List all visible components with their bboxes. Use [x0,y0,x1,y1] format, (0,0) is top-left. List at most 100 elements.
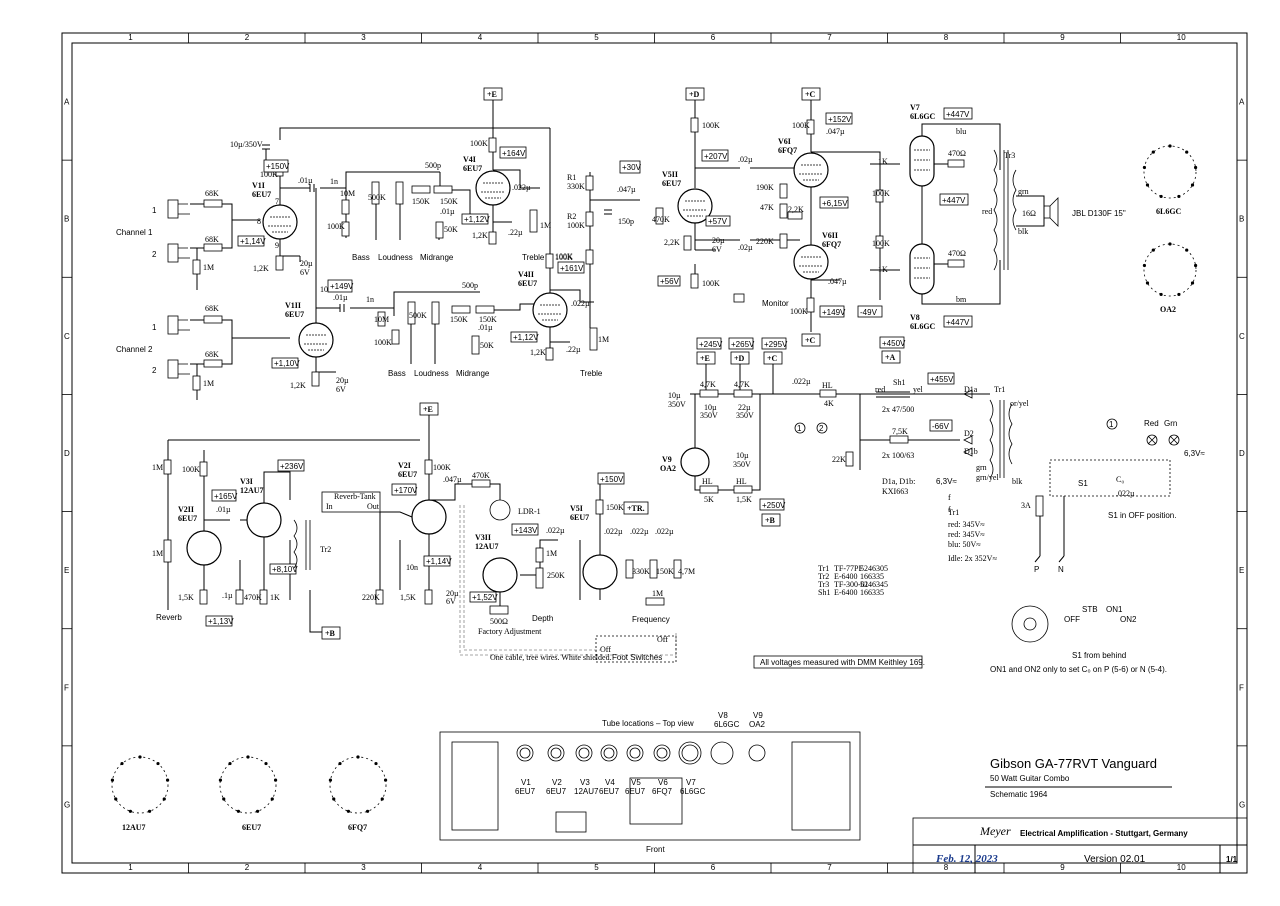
treble-pot-1[interactable] [529,209,538,233]
factory-adjust-pot[interactable] [489,605,509,615]
svg-text:7,5K: 7,5K [892,427,908,436]
voltage-v245: +245V [699,340,723,349]
svg-text:2: 2 [152,250,157,259]
input-jack-2[interactable]: 2 [152,243,190,263]
svg-text:190K: 190K [756,183,774,192]
tube-v5-i [582,554,618,590]
voltage-v810: +8,10V [272,565,298,574]
voltage-v152b: +1,52V [472,593,498,602]
tr1-voltage: Idle: 2x 352V≈ [948,554,997,563]
input-jack-4[interactable]: 2 [152,359,190,379]
grid-col-bottom-5: 5 [594,863,599,872]
svg-text:100K: 100K [374,338,392,347]
pinout-pin [1177,194,1181,199]
pinout-pin [356,755,360,759]
frequency-pot[interactable] [645,597,665,606]
tube-loc-type: 6EU7 [515,787,536,796]
monitor-jack[interactable] [733,293,745,303]
reverb-pot[interactable] [163,539,172,563]
plug-p: P [1034,565,1039,574]
grid-col-bottom-1: 1 [128,863,133,872]
voltage-v113: +1,13V [208,617,234,626]
input-jack-3[interactable]: 1 [152,315,190,335]
s1-note: ON1 and ON2 only to set C₀ on P (5-6) or… [990,665,1167,674]
tank-in-label: In [326,502,333,511]
grid-row-right-E: E [1239,566,1244,575]
svg-text:100K: 100K [433,463,451,472]
voltage-v114b: +1,14V [426,557,452,566]
schematic-date: Schematic 1964 [990,790,1048,799]
s1-switch[interactable] [1049,459,1171,497]
depth-pot[interactable] [535,567,544,589]
bass-label-2: Bass [388,369,406,378]
svg-text:2,2K: 2,2K [664,238,680,247]
svg-text:100K: 100K [260,170,278,179]
reverb-tank [321,491,381,513]
tube-v2-ii [186,530,222,566]
node-e3: +E [423,405,433,414]
input-jack-1[interactable]: 1 [152,199,190,219]
svg-text:47K: 47K [760,203,774,212]
svg-text:6V: 6V [446,597,456,606]
tube-loc-name: V7 [686,778,696,787]
node-e2: +E [700,354,710,363]
loudness-pot-2[interactable] [431,301,440,325]
tr2-label: Tr2 [320,545,331,554]
svg-text:470K: 470K [652,215,670,224]
node-c3: +C [767,354,778,363]
loudness-label-1: Loudness [378,253,413,262]
s1-rear-view [1011,605,1049,643]
svg-text:.022µ: .022µ [792,377,811,386]
svg-text:150K: 150K [479,315,497,324]
tube-v4-ii-name: V4II [518,270,534,279]
svg-text:350V: 350V [733,460,751,469]
tube-v1-i-type: 6EU7 [252,190,271,199]
green-lamp-label: Grn [1164,419,1177,428]
voltage-v143: +143V [514,526,538,535]
front-label: Front [646,845,665,854]
svg-text:R2: R2 [567,212,576,221]
svg-text:1n: 1n [330,177,338,186]
pinout-pin [1159,194,1163,199]
svg-text:470K: 470K [472,471,490,480]
grid-col-3: 3 [361,33,366,42]
cap-100-63-label: 2x 100/63 [882,451,914,460]
midrange-pot-2[interactable] [471,335,480,355]
treble-pot-2[interactable] [589,327,598,351]
pinout-label: 12AU7 [122,823,146,832]
svg-text:6V: 6V [336,385,346,394]
node-b1: +B [765,516,776,525]
grid-row-right-A: A [1239,98,1245,107]
node-tr: +TR. [627,504,645,513]
loudness-pot-1[interactable] [395,181,404,205]
tube-v3-ii [482,557,518,593]
svg-text:50K: 50K [480,341,494,350]
grid-col-8: 8 [944,33,949,42]
svg-text:grn: grn [976,463,987,472]
part-ref: Tr2 [818,572,829,581]
tube-v4-i [475,170,511,206]
svg-text:6V: 6V [300,268,310,277]
channel1-label: Channel 1 [116,228,153,237]
pinout-pin [162,797,166,801]
svg-text:1,5K: 1,5K [178,593,194,602]
pinout-pin [1151,150,1155,154]
tube-v4-i-name: V4I [463,155,476,164]
tube-v6-i-name: V6I [778,137,791,146]
svg-text:500p: 500p [462,281,478,290]
tube-socket [600,744,618,762]
svg-text:.022µ: .022µ [571,299,590,308]
pinout-label: 6EU7 [242,823,261,832]
grid-col-bottom-4: 4 [478,863,483,872]
pinout-6fq7 [329,756,387,814]
pinout-pin [338,761,342,766]
pinout-label: OA2 [1160,305,1176,314]
svg-text:330K: 330K [632,567,650,576]
pinout-pin [228,761,232,766]
midrange-pot-1[interactable] [435,221,444,239]
svg-text:150K: 150K [440,197,458,206]
svg-text:Off: Off [600,645,611,654]
